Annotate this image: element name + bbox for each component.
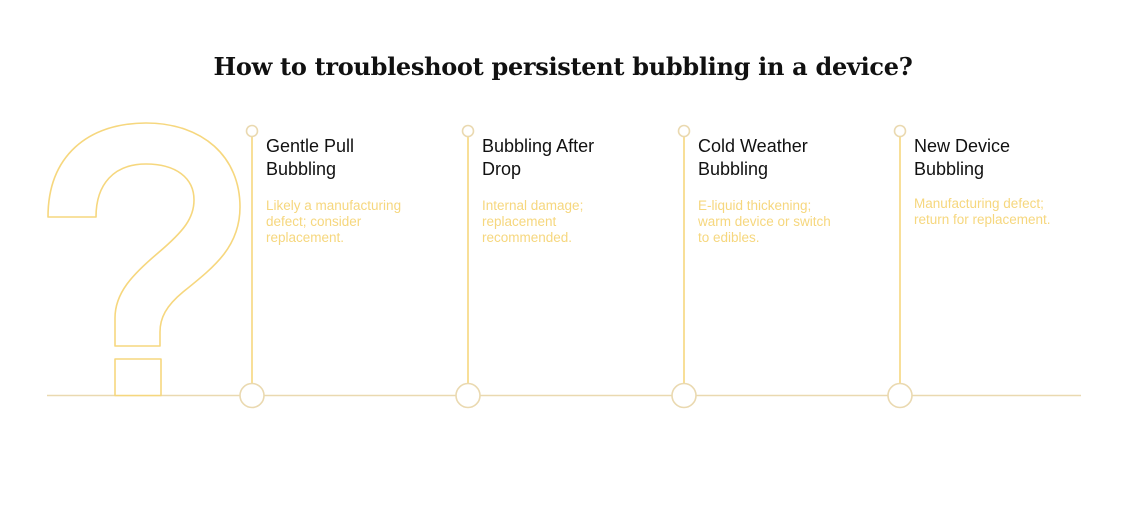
- item-top-marker: [893, 124, 907, 138]
- item-top-marker: [677, 124, 691, 138]
- item-description-gentle-pull: Likely a manufacturing defect; consider …: [266, 198, 402, 245]
- question-mark-icon: [47, 122, 241, 397]
- page-title: How to troubleshoot persistent bubbling …: [213, 52, 913, 81]
- item-base-marker: [887, 382, 913, 409]
- item-base-marker: [455, 382, 481, 409]
- item-description-cold-weather: E-liquid thickening; warm device or swit…: [698, 198, 831, 245]
- item-base-marker: [239, 382, 265, 409]
- item-title-after-drop: Bubbling After Drop: [482, 136, 595, 179]
- item-description-new-device: Manufacturing defect; return for replace…: [914, 196, 1051, 227]
- item-top-marker: [245, 124, 259, 138]
- item-base-marker: [671, 382, 697, 409]
- item-title-cold-weather: Cold Weather Bubbling: [698, 136, 808, 179]
- item-top-marker: [461, 124, 475, 138]
- item-description-after-drop: Internal damage; replacement recommended…: [482, 198, 584, 245]
- item-title-new-device: New Device Bubbling: [914, 136, 1011, 179]
- item-title-gentle-pull: Gentle Pull Bubbling: [266, 136, 355, 179]
